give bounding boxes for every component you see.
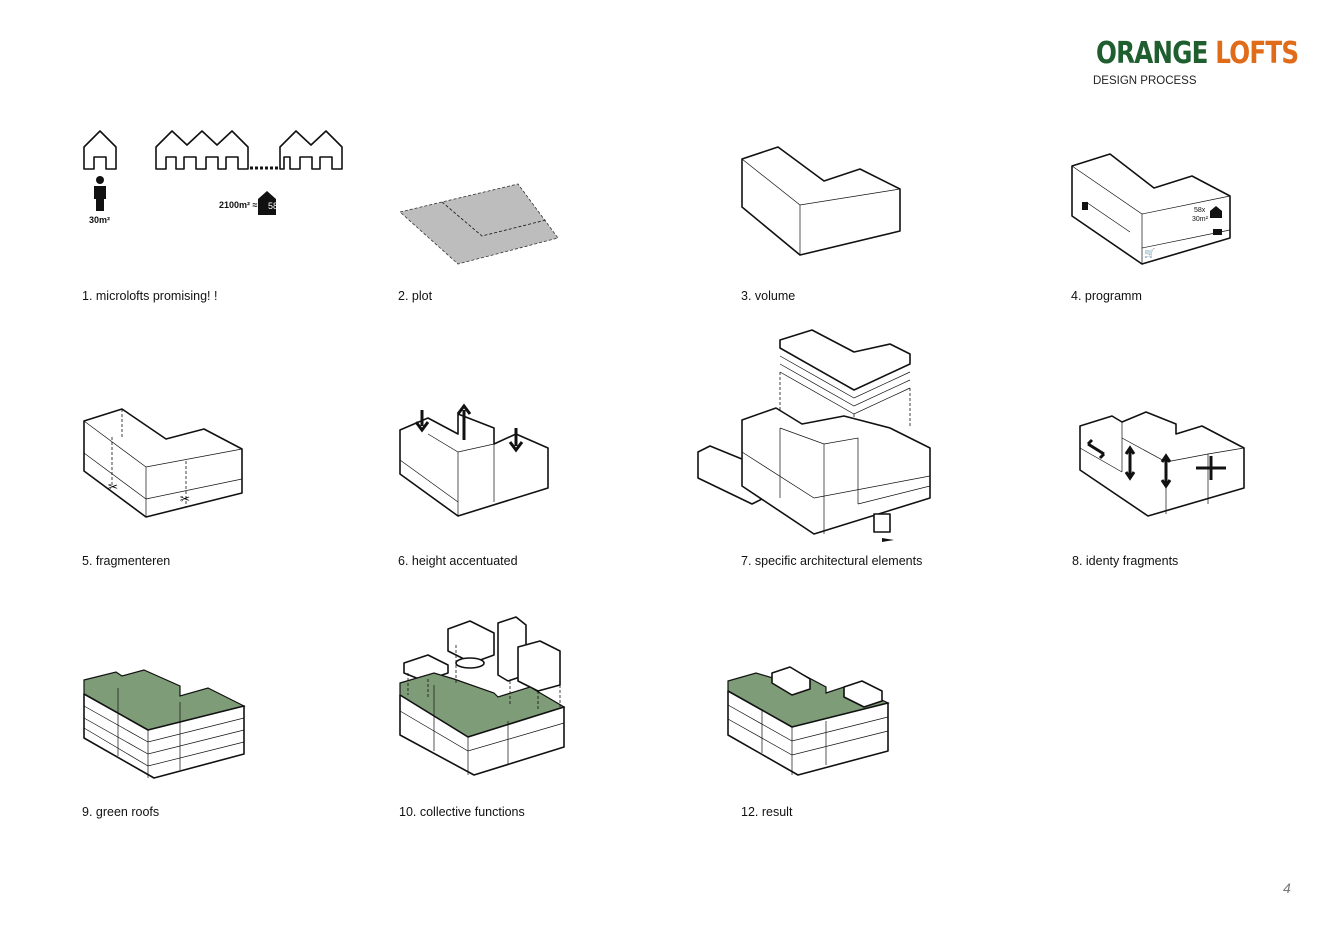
program-diagram: 🛒: [1071, 153, 1231, 265]
arrow-down-icon: [508, 428, 524, 453]
logo-lofts: LOFTS: [1215, 36, 1299, 71]
step-caption: 10. collective functions: [399, 805, 525, 819]
person-area-label: 30m²: [89, 215, 111, 225]
row-houses-icon: [155, 130, 343, 170]
page-subtitle: DESIGN PROCESS: [1093, 75, 1197, 87]
fragment-diagram: ✂ ✂: [83, 408, 243, 518]
step-caption: 4. programm: [1071, 289, 1142, 303]
unit-house-icon: [258, 191, 276, 215]
arrows-4way-icon: [1196, 456, 1226, 480]
step-caption: 8. identy fragments: [1072, 554, 1179, 568]
plot-area-label: 2100m² ≈: [219, 200, 258, 210]
arrow-down-icon: [414, 410, 430, 433]
logo-orange: ORANGE: [1096, 36, 1208, 71]
step-caption: 12. result: [741, 805, 793, 819]
entrance-icon: [873, 513, 891, 533]
brand-logo: ORANGE LOFTS: [1096, 36, 1299, 71]
scissors-icon: ✂: [108, 480, 118, 494]
collective-functions-diagram: [399, 616, 566, 776]
step-caption: 2. plot: [398, 289, 433, 303]
arrow-horizontal-icon: [1086, 438, 1106, 460]
units-label: 58x: [1194, 207, 1206, 214]
office-icon: [1082, 202, 1088, 210]
architectural-elements-diagram: [697, 329, 931, 542]
arrow-up-icon: [456, 403, 472, 440]
step-caption: 7. specific architectural elements: [741, 554, 923, 568]
green-roofs-diagram: [83, 669, 246, 779]
result-diagram: [727, 666, 890, 776]
cart-icon: 🛒: [1144, 247, 1155, 258]
step-caption: 5. fragmenteren: [82, 554, 171, 568]
house-icon: [83, 130, 117, 170]
houses-diagram: [83, 130, 343, 215]
units-count: 58: [268, 201, 279, 211]
unit-area-label: 30m²: [1192, 216, 1208, 223]
scissors-icon: ✂: [180, 492, 190, 506]
step-caption: 1. microlofts promising! !: [82, 289, 218, 303]
volume-diagram: [741, 146, 901, 256]
page-number: 4: [1283, 880, 1291, 896]
plot-diagram: [399, 183, 559, 265]
height-diagram: [399, 403, 549, 517]
step-caption: 6. height accentuated: [398, 554, 518, 568]
identity-fragments-diagram: [1079, 411, 1245, 517]
step-caption: 3. volume: [741, 289, 796, 303]
step-caption: 9. green roofs: [82, 805, 160, 819]
arrow-vertical-icon: [1124, 445, 1136, 481]
briefcase-icon: [1213, 229, 1222, 235]
person-icon: [94, 176, 106, 211]
house-icon: [1210, 206, 1222, 218]
arrow-vertical-icon: [1160, 453, 1172, 489]
